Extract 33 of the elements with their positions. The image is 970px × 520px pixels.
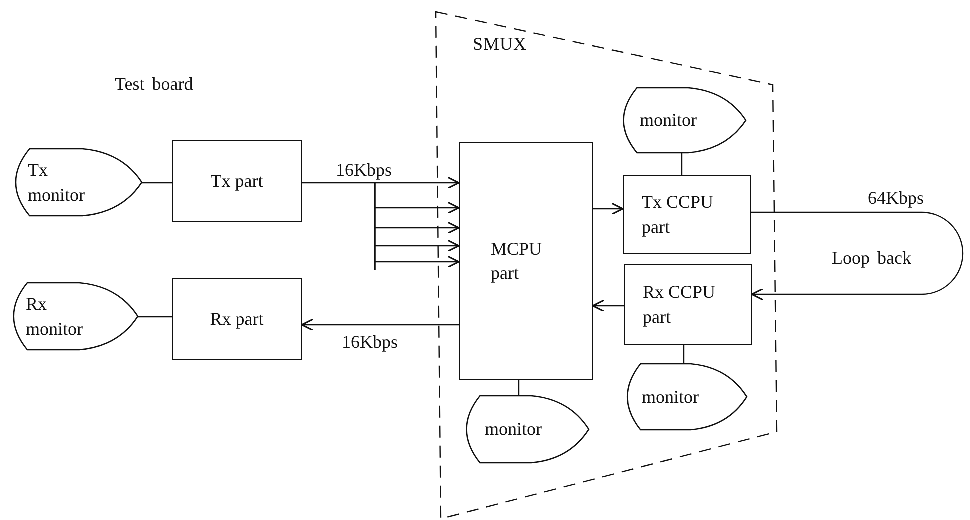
- connector-line: [683, 345, 685, 364]
- text-label: Loop back: [832, 248, 912, 269]
- arrow: [375, 240, 460, 252]
- arrow: [593, 202, 624, 216]
- dashed-boundary: [436, 12, 777, 519]
- node-label: monitor: [640, 109, 697, 132]
- arrow: [375, 222, 460, 234]
- node-label: Rx part: [210, 308, 264, 331]
- node-label: monitor: [485, 418, 542, 442]
- node-label: Tx part: [210, 170, 264, 193]
- arrow: [301, 318, 459, 332]
- process-box: [172, 278, 302, 360]
- text-label: Test board: [115, 74, 194, 95]
- node-label: Tx monitor: [28, 159, 86, 206]
- node-label: MCPU part: [491, 238, 544, 285]
- process-box: [623, 175, 751, 254]
- process-box: [624, 264, 752, 345]
- node-label: Tx CCPU part: [642, 191, 715, 239]
- arrow: [302, 176, 460, 190]
- connector-line: [518, 380, 520, 396]
- connector-line: [138, 316, 172, 318]
- region-label: SMUX: [473, 34, 528, 55]
- arrow: [751, 212, 964, 301]
- arrow: [592, 300, 624, 312]
- connector-line: [681, 153, 683, 175]
- arrow: [375, 256, 460, 268]
- process-box: [459, 142, 593, 380]
- arrow: [375, 202, 460, 214]
- process-box: [172, 140, 302, 222]
- connector-line: [142, 182, 172, 184]
- node-label: monitor: [642, 386, 699, 409]
- node-label: Rx CCPU part: [643, 281, 717, 329]
- node-label: Rx monitor: [26, 293, 84, 340]
